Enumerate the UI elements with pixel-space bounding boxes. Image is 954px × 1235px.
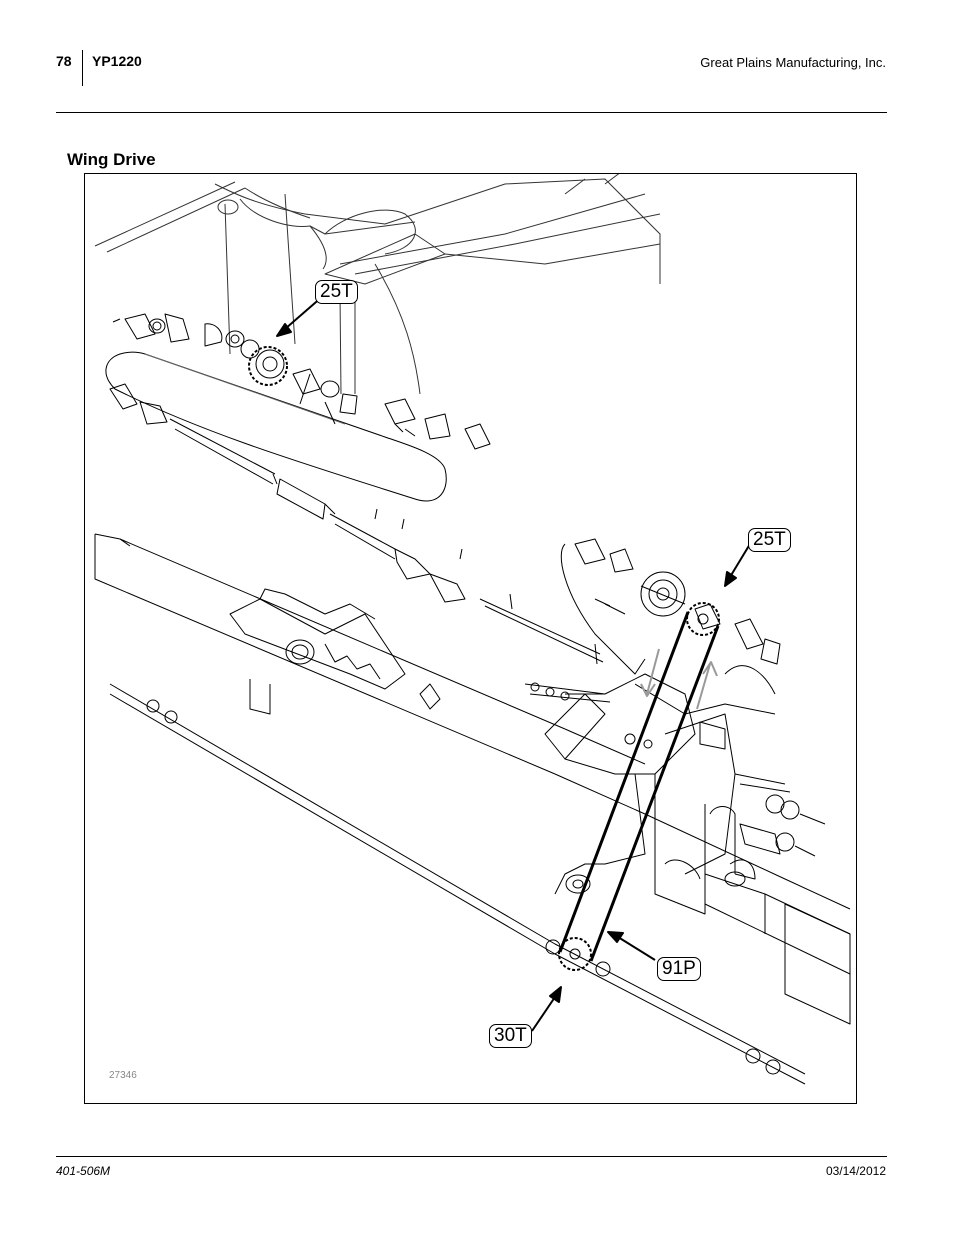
rotation-arrows xyxy=(640,648,718,710)
drive-25t-sprocket xyxy=(686,602,720,636)
lower-30t-sprocket xyxy=(558,937,592,971)
section-title: Wing Drive xyxy=(67,150,156,169)
upper-frame xyxy=(94,174,661,395)
callout-upper-25t: 25T xyxy=(315,280,358,304)
hitch-bracket xyxy=(229,588,441,715)
wing-hinge-assembly xyxy=(544,543,776,915)
shaft-assembly-oval xyxy=(105,351,447,502)
wing-drive-drawing xyxy=(94,174,851,1085)
page-number: 78 xyxy=(56,53,72,69)
document-number: 401-506M xyxy=(56,1164,111,1178)
upper-bearing-set xyxy=(112,313,491,450)
upper-25t-sprocket xyxy=(248,346,288,386)
callout-leader-arrows xyxy=(276,295,751,1032)
footer-rule xyxy=(56,1156,887,1157)
figure-number: 27346 xyxy=(109,1070,137,1081)
callout-drive-25t: 25T xyxy=(748,528,791,552)
header-divider xyxy=(82,50,83,86)
main-toolbar-beam xyxy=(94,533,851,1025)
model-name: YP1220 xyxy=(92,53,142,69)
lower-drive-shaft xyxy=(109,683,806,1085)
company-name: Great Plains Manufacturing, Inc. xyxy=(700,55,886,70)
header-rule xyxy=(56,112,887,113)
document-date: 03/14/2012 xyxy=(825,1164,886,1178)
callout-91p-chain: 91P xyxy=(657,957,701,981)
driveline xyxy=(109,383,604,665)
callout-lower-30t: 30T xyxy=(489,1024,532,1048)
right-bearing-set xyxy=(524,538,826,857)
wing-drive-figure: 25T 25T 91P 30T 27346 xyxy=(84,173,857,1104)
91p-chain xyxy=(558,611,720,962)
